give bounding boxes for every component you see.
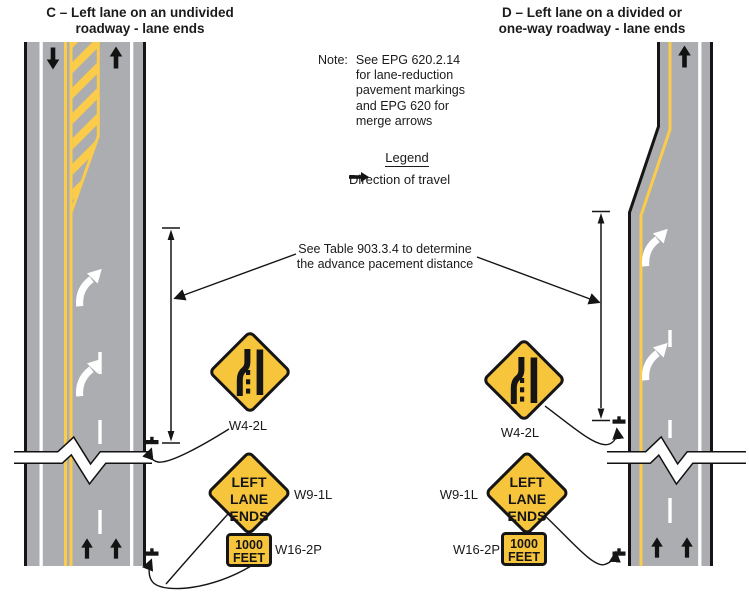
w4-2l-label-d: W4-2L (500, 425, 540, 440)
lane-dash (668, 498, 672, 523)
legend: Legend (357, 149, 457, 167)
note-line: and EPG 620 for (355, 98, 450, 113)
w4-2l-label-c: W4-2L (228, 418, 268, 433)
leader-w162p-c (142, 558, 252, 590)
lane-ends-hatch (72, 42, 97, 205)
w16-2p-label-c: W16-2P (275, 542, 322, 557)
leader-w91l-d (542, 513, 621, 566)
w9-1l-sign-d: LEFT LANE ENDS (486, 452, 568, 534)
panel-d-title-line2: one-way roadway - lane ends (498, 21, 686, 36)
yellow-edge-line (639, 42, 672, 566)
road-c-right-edge-line (130, 42, 134, 566)
sign-post-symbol-d-upper (612, 416, 626, 424)
w9-1l-label-d: W9-1L (439, 487, 478, 502)
w9-1l-sign-c: LEFT LANE ENDS (208, 452, 290, 534)
legend-item-label: Direction of travel (349, 172, 451, 187)
hatch-taper-line (69, 42, 100, 213)
w16-2p-plaque-c: 1000 FEET (226, 533, 272, 567)
note-line: for lane-reduction (355, 68, 454, 83)
annotation-line1: See Table 903.3.4 to determine (298, 242, 472, 256)
road-c (14, 42, 152, 566)
note-text: See EPG 620.2.14 for lane-reduction pave… (356, 53, 465, 129)
dimension-line-d (592, 210, 610, 422)
w9-1l-face-line1: LEFT (510, 474, 545, 490)
w9-1l-face-line2: LANE (508, 491, 546, 507)
road-d-pavement (628, 42, 710, 566)
sign-post-symbol-d-lower (612, 548, 626, 556)
lane-dash (668, 330, 672, 347)
panel-d-title-line1: D – Left lane on a divided or (501, 5, 683, 20)
legend-item-direction: Direction of travel (349, 172, 450, 187)
leader-w42l-c (142, 428, 230, 463)
direction-of-travel-arrow-icon (349, 172, 369, 182)
sign-post-symbol-c-lower (145, 548, 159, 556)
note-block: Note: See EPG 620.2.14 for lane-reductio… (318, 53, 465, 129)
road-d (607, 42, 746, 566)
lane-dash (98, 510, 102, 534)
w9-1l-face-line1: LEFT (232, 474, 267, 490)
panel-c-title: C – Left lane on an undivided roadway - … (18, 5, 262, 37)
yellow-line-left (64, 42, 67, 566)
w9-1l-label-c: W9-1L (294, 487, 333, 502)
w9-1l-face-line2: LANE (230, 491, 268, 507)
w9-1l-face-line3: ENDS (230, 508, 269, 524)
panel-c-title-line2: roadway - lane ends (75, 21, 205, 36)
road-d-left-edge (628, 42, 660, 566)
yellow-line-right (69, 42, 73, 566)
legend-title: Legend (385, 150, 429, 167)
annotation-leader-left (173, 253, 297, 301)
leader-w42l-d (544, 405, 625, 446)
sign-post-symbol-c-upper (145, 436, 159, 445)
dimension-line-c (162, 227, 180, 444)
lane-dash (668, 420, 672, 438)
annotation-leader-right (476, 256, 601, 305)
road-c-left-edge-line (39, 42, 43, 566)
note-label: Note: (318, 53, 348, 67)
w4-2l-sign-d (484, 340, 564, 420)
break-symbol-d (607, 435, 746, 486)
note-line: merge arrows (355, 113, 433, 128)
w16-2p-label-d: W16-2P (453, 542, 500, 557)
note-line: See EPG 620.2.14 (355, 53, 461, 67)
panel-d-title: D – Left lane on a divided or one-way ro… (470, 5, 714, 37)
w16-2p-face-line1: 1000 (510, 537, 538, 551)
panel-c-title-line1: C – Left lane on an undivided (46, 5, 234, 20)
w16-2p-face-line2: FEET (233, 551, 265, 565)
note-line: pavement markings (355, 83, 465, 98)
annotation-line2: the advance pacement distance (296, 257, 474, 271)
break-symbol-c (14, 435, 152, 486)
leader-w91l-c (165, 513, 229, 585)
lane-dash (98, 420, 102, 444)
advance-placement-annotation: See Table 903.3.4 to determine the advan… (280, 242, 490, 272)
road-c-right-edge (143, 42, 146, 566)
w9-1l-face-line3: ENDS (508, 508, 547, 524)
w16-2p-face-line1: 1000 (235, 538, 263, 552)
w16-2p-face-line2: FEET (508, 550, 540, 564)
w4-2l-sign-c (210, 332, 290, 412)
road-c-left-edge (24, 42, 27, 566)
w16-2p-plaque-d: 1000 FEET (501, 532, 547, 566)
